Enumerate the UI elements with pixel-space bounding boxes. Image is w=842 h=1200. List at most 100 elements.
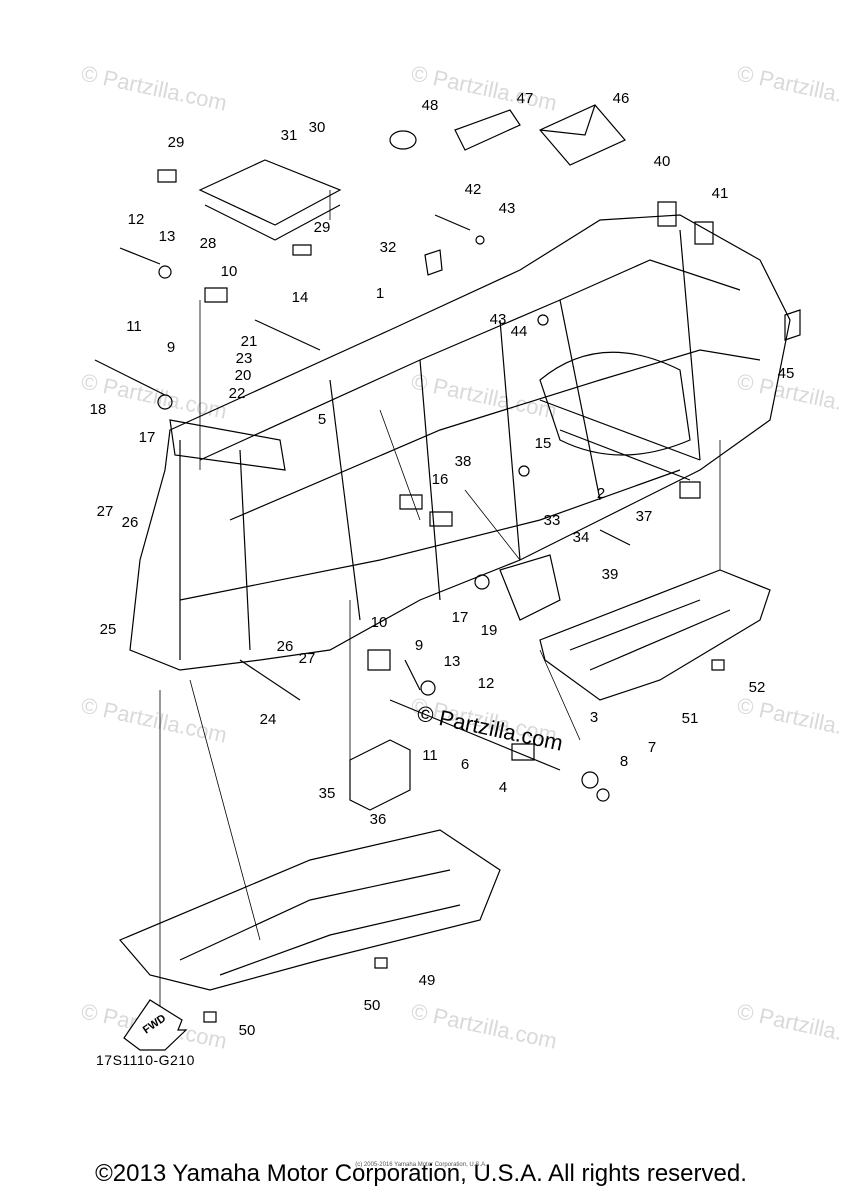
washer-13 [159, 266, 171, 278]
frame-tube-d [560, 300, 600, 500]
part-number-label: 18 [90, 401, 107, 418]
part-number-label: 42 [465, 181, 482, 198]
frame-cross-2 [500, 320, 520, 560]
plate-29b [293, 245, 311, 255]
part-number-label: 26 [122, 514, 139, 531]
part-number-label: 28 [200, 235, 217, 252]
part-number-label: 48 [422, 97, 439, 114]
plate-45 [785, 310, 800, 340]
part-number-label: 20 [235, 367, 252, 384]
bushing-37 [680, 482, 700, 498]
bolt-14 [255, 320, 320, 350]
part-number-label: 36 [370, 811, 387, 828]
part-number-label: 6 [461, 756, 469, 773]
part-number-labels: 1234567899101011111212131314151617171819… [90, 90, 795, 1039]
part-number-label: 33 [544, 512, 561, 529]
part-number-label: 24 [260, 711, 277, 728]
washer-13b [421, 681, 435, 695]
part-number-label: 52 [749, 679, 766, 696]
part-number-label: 12 [478, 675, 495, 692]
part-number-label: 15 [535, 435, 552, 452]
part-number-label: 14 [292, 289, 309, 306]
frame-tube-c [420, 360, 440, 600]
part-number-label: 23 [236, 350, 253, 367]
bushing-16a [400, 495, 422, 509]
part-number-label: 4 [499, 779, 507, 796]
bushing-10 [205, 288, 227, 302]
part-number-label: 50 [239, 1022, 256, 1039]
partzilla-watermark: © Partzilla.com [735, 692, 842, 747]
skid-plate-front [120, 830, 500, 990]
pivot-shaft [390, 700, 560, 770]
washer-17b [475, 575, 489, 589]
footer-small-copyright: (c) 2005-2016 Yamaha Motor Corporation, … [355, 1162, 487, 1168]
partzilla-watermark: © Partzilla.com [409, 998, 559, 1053]
rear-rack [540, 352, 690, 455]
part-number-label: 44 [511, 323, 528, 340]
part-number-label: 29 [168, 134, 185, 151]
partzilla-watermark: © Partzilla.com [79, 60, 229, 115]
part-number-label: 40 [654, 153, 671, 170]
bracket-32 [425, 250, 442, 275]
bracket-35 [350, 740, 410, 810]
part-number-label: 12 [128, 211, 145, 228]
washer-8 [582, 772, 598, 788]
skid-plate-rear [540, 570, 770, 700]
bolt-50 [375, 958, 387, 968]
part-number-label: 26 [277, 638, 294, 655]
fwd-arrow-shape [124, 1000, 186, 1050]
part-number-label: 30 [309, 119, 326, 136]
part-number-label: 25 [100, 621, 117, 638]
part-number-label: 38 [455, 453, 472, 470]
part-number-label: 34 [573, 529, 590, 546]
part-number-label: 10 [221, 263, 238, 280]
bolt-12 [120, 248, 160, 264]
part-number-label: 32 [380, 239, 397, 256]
frame-tube-e [680, 230, 700, 460]
rear-arm [540, 400, 700, 480]
diagram-code: 17S1110-G210 [96, 1052, 195, 1068]
part-number-label: 35 [319, 785, 336, 802]
part-number-label: 9 [415, 637, 423, 654]
frame-cross-1 [330, 380, 360, 620]
ring-48 [390, 131, 416, 149]
part-number-label: 8 [620, 753, 628, 770]
part-number-label: 50 [364, 997, 381, 1014]
bolt-18 [95, 360, 165, 395]
part-number-label: 17 [452, 609, 469, 626]
watermark-layer: © Partzilla.com © Partzilla.com © Partzill… [79, 60, 842, 1053]
part-number-label: 41 [712, 185, 729, 202]
frame-illustration [95, 105, 800, 1022]
part-number-label: 22 [229, 385, 246, 402]
front-plate [170, 420, 285, 470]
washer-17a [158, 395, 172, 409]
nut-7 [597, 789, 609, 801]
part-number-label: 43 [499, 200, 516, 217]
partzilla-watermark: © Partzilla.com [409, 368, 559, 423]
frame-outline [130, 215, 790, 670]
part-number-label: 1 [376, 285, 384, 302]
partzilla-watermark: © Partzilla.com [735, 998, 842, 1053]
part-number-label: 27 [299, 650, 316, 667]
battery-box [200, 160, 340, 240]
bracket-47 [455, 110, 520, 150]
part-number-label: 19 [481, 622, 498, 639]
part-number-label: 11 [126, 318, 142, 335]
part-number-label: 29 [314, 219, 331, 236]
bracket-33 [500, 555, 560, 620]
part-number-label: 49 [419, 972, 436, 989]
bolt-52 [712, 660, 724, 670]
part-number-label: 5 [318, 411, 326, 428]
part-number-label: 10 [371, 614, 388, 631]
part-number-label: 45 [778, 365, 795, 382]
partzilla-watermark: © Partzilla.com [735, 60, 842, 115]
bushing-4 [512, 744, 534, 760]
part-number-label: 17 [139, 429, 156, 446]
part-number-label: 47 [517, 90, 534, 107]
part-number-label: 16 [432, 471, 449, 488]
part-number-label: 27 [97, 503, 114, 520]
part-number-label: 13 [159, 228, 176, 245]
partzilla-watermark: © Partzilla.com [79, 692, 229, 747]
part-number-label: 43 [490, 311, 507, 328]
